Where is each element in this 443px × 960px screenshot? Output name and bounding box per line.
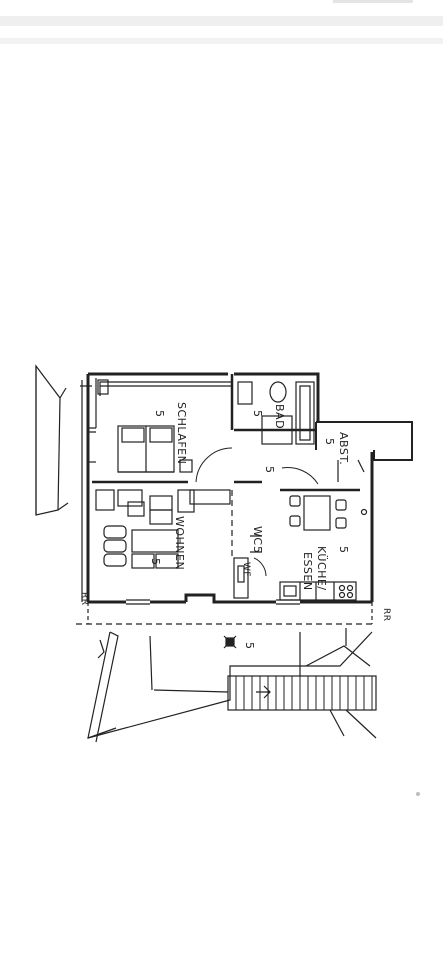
floor-plan-drawing: SCHLAFEN 5 BAD 5 ABST. 5 5 WOHNEN 5 WC 5… <box>35 364 413 743</box>
room-label-wohnen: WOHNEN <box>173 516 186 570</box>
mark-rr-left: RR <box>79 592 89 606</box>
top-strip <box>0 16 443 26</box>
room-num-schlafen: 5 <box>153 410 166 417</box>
room-num-kueche: 5 <box>337 546 350 553</box>
room-label-kueche-1: KÜCHE/ <box>315 546 328 591</box>
left-roof-edge <box>35 364 61 516</box>
top-bar <box>0 0 443 46</box>
south-wall <box>88 593 276 604</box>
room-num-flur: 5 <box>263 466 276 473</box>
mark-rr-right: RR <box>381 608 391 622</box>
room-num-wc: 5 <box>251 546 264 553</box>
room-label-kueche-2: ESSEN <box>301 552 314 591</box>
top-divider <box>0 38 443 44</box>
room-label-abst: ABST. <box>337 432 350 465</box>
floor-plan: SCHLAFEN 5 BAD 5 ABST. 5 5 WOHNEN 5 WC 5… <box>0 340 443 780</box>
top-fade <box>333 0 413 3</box>
room-label-wc: WC <box>251 526 264 546</box>
room-label-wf: WF <box>241 562 251 577</box>
room-num-wohnen: 5 <box>149 558 162 565</box>
room-label-schlafen: SCHLAFEN <box>175 402 188 464</box>
room-num-terrasse: 5 <box>243 642 256 649</box>
room-label-bad: BAD <box>273 404 286 429</box>
room-num-bad: 5 <box>251 410 264 417</box>
room-num-abst: 5 <box>323 438 336 445</box>
bath-north-wall <box>234 372 320 422</box>
page-dot <box>416 792 420 796</box>
